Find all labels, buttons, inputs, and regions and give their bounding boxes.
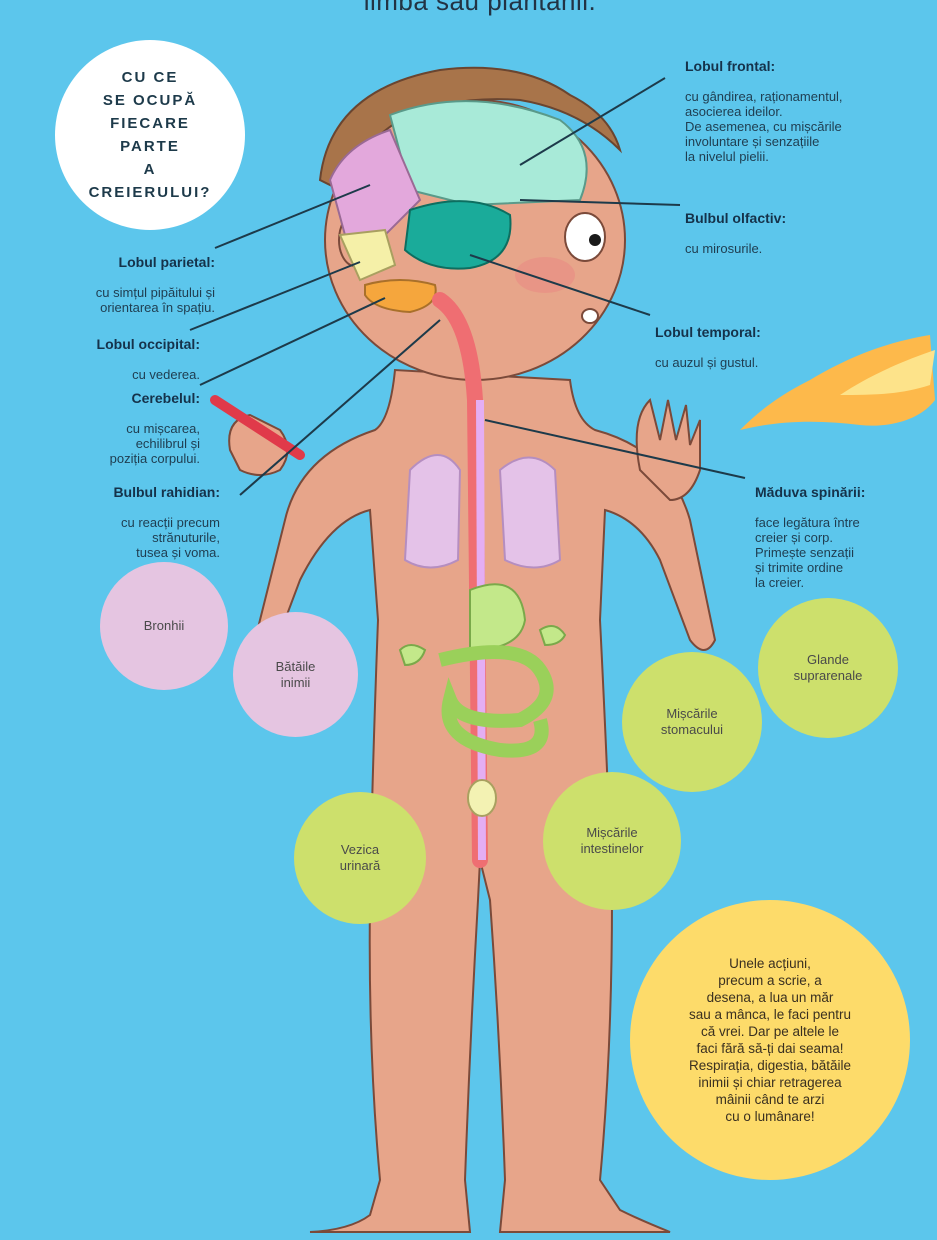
top-text: limba sau plantanii. [300,0,660,17]
label-rahidian-title: Bulbul rahidian: [30,485,220,500]
label-temporal-title: Lobul temporal: [655,325,855,340]
label-occipital-title: Lobul occipital: [10,337,200,352]
label-cerebel: Cerebelul: cu mișcarea, echilibrul și po… [30,376,200,466]
label-temporal-text: cu auzul și gustul. [655,355,758,370]
label-rahidian: Bulbul rahidian: cu reacții precum străn… [30,470,220,560]
label-cerebel-text: cu mișcarea, echilibrul și poziția corpu… [110,421,200,466]
label-parietal: Lobul parietal: cu simțul pipăitului și … [10,240,215,315]
label-parietal-title: Lobul parietal: [10,255,215,270]
label-temporal: Lobul temporal: cu auzul și gustul. [655,310,855,370]
label-maduva-title: Măduva spinării: [755,485,935,500]
label-occipital: Lobul occipital: cu vederea. [10,322,200,382]
label-olfactiv-text: cu mirosurile. [685,241,762,256]
bubble-bronhii: Bronhii [100,562,228,690]
note-circle: Unele acțiuni, precum a scrie, a desena,… [630,900,910,1180]
bubble-intestine: Mișcările intestinelor [543,772,681,910]
label-maduva: Măduva spinării: face legătura între cre… [755,470,935,590]
intro-title: CU CE SE OCUPĂ FIECARE PARTE A CREIERULU… [80,66,220,204]
label-olfactiv-title: Bulbul olfactiv: [685,211,885,226]
label-frontal-title: Lobul frontal: [685,59,935,74]
label-frontal-text: cu gândirea, raționamentul, asocierea id… [685,89,843,164]
label-rahidian-text: cu reacții precum strănuturile, tusea și… [121,515,220,560]
bubble-stomac: Mișcările stomacului [622,652,762,792]
label-cerebel-title: Cerebelul: [30,391,200,406]
label-maduva-text: face legătura între creier și corp. Prim… [755,515,860,590]
intro-circle: CU CE SE OCUPĂ FIECARE PARTE A CREIERULU… [55,40,245,230]
bubble-inima: Bătăile inimii [233,612,358,737]
note-text: Unele acțiuni, precum a scrie, a desena,… [689,955,851,1125]
label-frontal: Lobul frontal: cu gândirea, raționamentu… [685,44,935,164]
label-olfactiv: Bulbul olfactiv: cu mirosurile. [685,196,885,256]
bubble-glande: Glande suprarenale [758,598,898,738]
bubble-vezica: Vezica urinară [294,792,426,924]
label-parietal-text: cu simțul pipăitului și orientarea în sp… [96,285,215,315]
